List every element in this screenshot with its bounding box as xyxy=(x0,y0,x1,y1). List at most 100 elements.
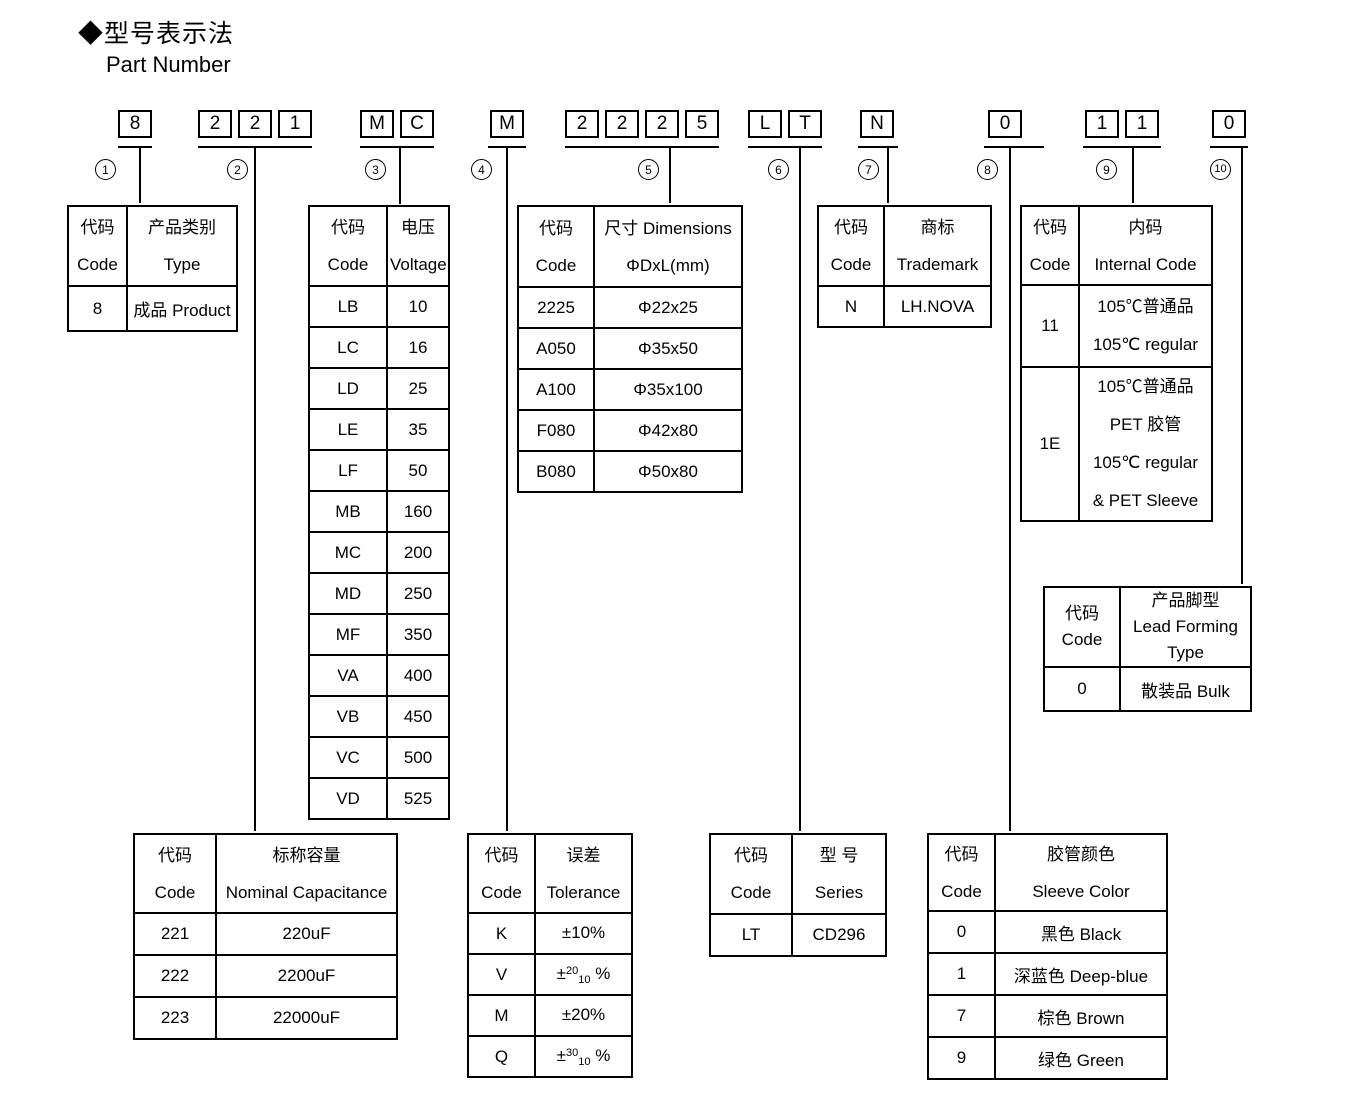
column-header: 内码 Internal Code xyxy=(1078,205,1213,286)
connector-line-2 xyxy=(254,148,256,831)
code-cell: V xyxy=(467,953,536,996)
value-cell: 200 xyxy=(386,531,450,574)
column-header: 产品脚型 Lead Forming Type xyxy=(1119,586,1252,668)
code-cell: MB xyxy=(308,490,388,533)
segment-number-1: 1 xyxy=(95,159,116,180)
value-cell: Φ50x80 xyxy=(593,450,743,493)
segment-number-6: 6 xyxy=(768,159,789,180)
value-cell: 2200uF xyxy=(215,954,398,998)
column-header: 胶管颜色 Sleeve Color xyxy=(994,833,1168,912)
code-cell: K xyxy=(467,912,536,955)
code-cell: LT xyxy=(709,913,793,957)
part-char-box: 2 xyxy=(198,110,232,138)
segment-number-3: 3 xyxy=(365,159,386,180)
tolerance-value: ±20% xyxy=(561,1004,606,1024)
column-header: 代码 Code xyxy=(308,205,388,287)
value-cell: Φ42x80 xyxy=(593,409,743,452)
connector-line-10 xyxy=(1241,148,1243,584)
group-underline xyxy=(360,146,434,148)
column-header: 代码 Code xyxy=(133,833,217,914)
column-header: 商标 Trademark xyxy=(883,205,992,287)
value-cell: 220uF xyxy=(215,912,398,956)
table-row: K±10% xyxy=(467,912,633,955)
group-underline xyxy=(118,146,152,148)
value-cell: 35 xyxy=(386,408,450,451)
segment-number-4: 4 xyxy=(471,159,492,180)
tolerance-value: ± xyxy=(556,963,566,983)
part-char-box: T xyxy=(788,110,822,138)
code-cell: VD xyxy=(308,777,388,820)
group-underline xyxy=(565,146,719,148)
group-underline xyxy=(748,146,822,148)
code-cell: 221 xyxy=(133,912,217,956)
code-cell: F080 xyxy=(517,409,595,452)
code-cell: A100 xyxy=(517,368,595,411)
value-cell: 50 xyxy=(386,449,450,492)
tolerance-plus: 20 xyxy=(566,964,579,977)
segment-number-2: 2 xyxy=(227,159,248,180)
code-cell: LD xyxy=(308,367,388,410)
code-cell: MF xyxy=(308,613,388,656)
value-cell: ±2010 % xyxy=(534,953,633,996)
code-cell: 2225 xyxy=(517,286,595,329)
value-cell: 黑色 Black xyxy=(994,910,1168,954)
column-header: 代码 Code xyxy=(517,205,595,288)
value-cell: 525 xyxy=(386,777,450,820)
code-cell: 223 xyxy=(133,996,217,1040)
part-char-box: 2 xyxy=(605,110,639,138)
column-header: 代码 Code xyxy=(817,205,885,287)
part-group-7: N xyxy=(860,110,894,138)
code-cell: M xyxy=(467,994,536,1037)
part-char-box: 2 xyxy=(238,110,272,138)
connector-line-5 xyxy=(669,148,671,203)
table-row: M ±20% xyxy=(467,994,633,1037)
value-cell: CD296 xyxy=(791,913,887,957)
column-header: 代码 Code xyxy=(67,205,128,287)
value-cell: 深蓝色 Deep-blue xyxy=(994,952,1168,996)
part-char-box: 1 xyxy=(278,110,312,138)
tolerance-minus: 10 xyxy=(578,1055,591,1068)
page-title-zh: 型号表示法 xyxy=(104,20,235,48)
segment-number-10: 10 xyxy=(1210,159,1231,180)
value-cell: LH.NOVA xyxy=(883,285,992,328)
column-header: 代码 Code xyxy=(467,833,536,914)
value-cell: 400 xyxy=(386,654,450,697)
code-cell: 9 xyxy=(927,1036,996,1080)
diamond-bullet-icon: ◆ xyxy=(78,20,105,48)
connector-line-1 xyxy=(139,148,141,203)
part-char-box: 0 xyxy=(988,110,1022,138)
column-header: 代码 Code xyxy=(1043,586,1121,668)
code-cell: 7 xyxy=(927,994,996,1038)
value-cell: 160 xyxy=(386,490,450,533)
part-char-box: C xyxy=(400,110,434,138)
connector-line-8 xyxy=(1009,148,1011,831)
value-cell: Φ22x25 xyxy=(593,286,743,329)
part-char-box: M xyxy=(490,110,524,138)
value-cell: 22000uF xyxy=(215,996,398,1040)
segment-number-8: 8 xyxy=(977,159,998,180)
value-cell: 500 xyxy=(386,736,450,779)
part-char-box: 2 xyxy=(565,110,599,138)
tolerance-suffix: % xyxy=(590,963,611,983)
code-cell: 222 xyxy=(133,954,217,998)
segment-number-9: 9 xyxy=(1096,159,1117,180)
code-cell: LF xyxy=(308,449,388,492)
column-header: 型 号 Series xyxy=(791,833,887,915)
